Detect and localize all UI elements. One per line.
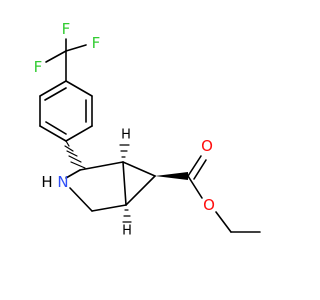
bond-ring-double-1 (44, 87, 67, 101)
bond-ring-4 (65, 125, 93, 142)
bond-ring-3 (39, 125, 67, 142)
bond-c1-to-c5 (122, 161, 127, 206)
bond-carbonyl-c-to-o-double-b (193, 159, 207, 180)
oxygen-ester-label: O (203, 196, 215, 214)
fluorine-label-top: F (62, 20, 71, 38)
bond-carbonyl-c-to-o-double-a (187, 155, 202, 177)
oxygen-carbonyl-label: O (201, 137, 213, 155)
bond-c5-to-c4 (91, 204, 127, 212)
bond-ring-6 (65, 80, 93, 97)
fluorine-label-right: F (92, 34, 101, 52)
bond-ring-double-2 (45, 121, 67, 135)
hydrogen-lower-label: H (122, 224, 132, 239)
bond-c2-to-n (65, 169, 81, 179)
molecule-structure: F F F N H H H O O (34, 20, 261, 239)
bond-o-ester-to-ch2 (215, 211, 232, 233)
hashed-bond-c1-to-h (119, 144, 130, 158)
nitrogen-label: N (57, 173, 68, 191)
bond-ring-1 (39, 80, 67, 97)
bond-c5-to-c6 (125, 175, 156, 206)
fluorine-label-left: F (34, 58, 43, 76)
hashed-bond-c5-to-h (122, 209, 132, 223)
bond-carbonyl-c-to-o-ester (187, 175, 203, 199)
wedge-bond-c6-to-carbonyl (155, 172, 188, 180)
hashed-bond-ring-to-c2 (64, 140, 86, 169)
hydrogen-upper-label: H (121, 128, 131, 143)
bond-cf3-c-to-f-right (65, 44, 87, 52)
bond-c1-to-c6 (122, 161, 156, 177)
molecule-canvas: F F F N H H H O O (33, 20, 261, 239)
bond-c2-to-c1 (79, 161, 124, 171)
bond-c4-to-n (69, 187, 93, 212)
bond-cf3-c-to-f-left (45, 50, 67, 63)
hydrogen-on-nitrogen-label: H (41, 173, 52, 191)
